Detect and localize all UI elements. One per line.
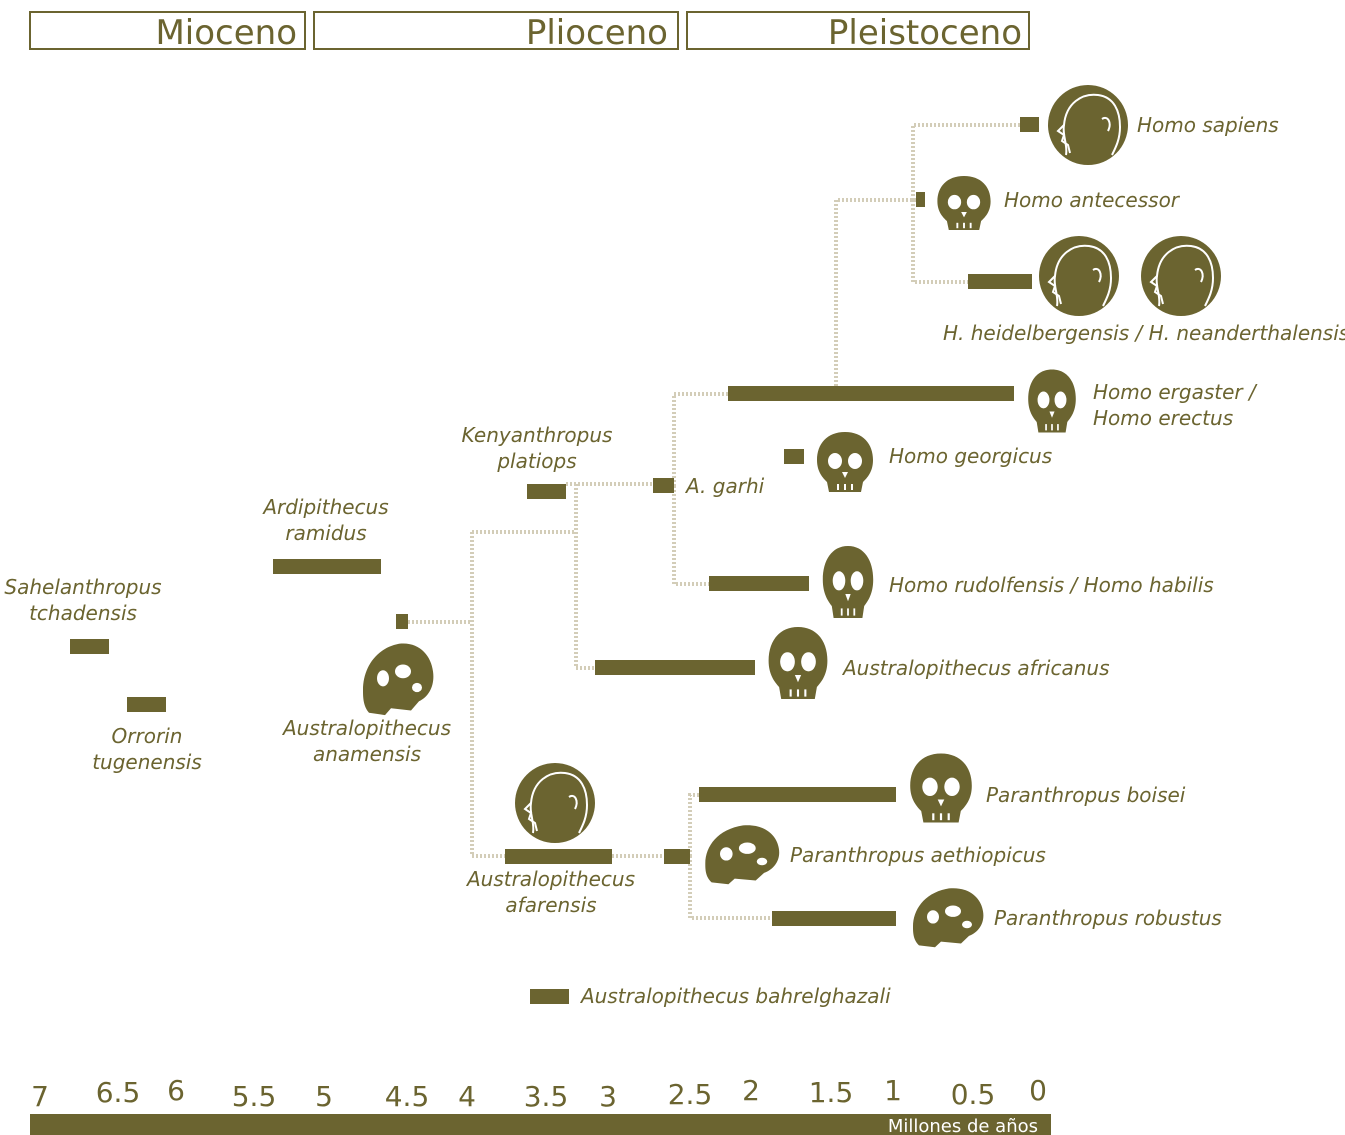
skull-front-icon xyxy=(1028,369,1076,433)
connector-robustus xyxy=(688,856,772,920)
tick-label: 3 xyxy=(599,1080,617,1113)
skull-side-icon xyxy=(913,888,984,948)
head-profile-icon xyxy=(514,762,596,844)
species-icons xyxy=(363,84,1222,948)
head-profile-icon xyxy=(1140,235,1222,317)
tick-label: 7 xyxy=(31,1080,49,1113)
phylogeny-connectors xyxy=(408,123,1020,920)
range-bar-aethiopicus xyxy=(664,849,690,864)
tick-label: 2.5 xyxy=(668,1078,713,1111)
label-kenyanthropus-genus: Kenyanthropus xyxy=(462,423,613,447)
epoch-header: Mioceno Plioceno Pleistoceno xyxy=(29,11,1030,53)
range-bar-garhi xyxy=(653,478,674,493)
label-heidelbergensis: H. heidelbergensis / H. neanderthalensis xyxy=(943,321,1345,345)
range-bar-ergaster xyxy=(728,386,1014,401)
tick-label: 6.5 xyxy=(96,1076,141,1109)
label-boisei: Paranthropus boisei xyxy=(986,783,1186,807)
time-axis: Millones de años 7 6.5 6 5.5 5 4.5 4 3.5… xyxy=(30,1074,1051,1135)
skull-front-icon xyxy=(910,753,972,823)
skull-side-icon xyxy=(705,825,780,885)
connector-sapiens xyxy=(911,123,1020,200)
range-bar-sapiens xyxy=(1020,117,1039,132)
head-profile-icon xyxy=(1047,84,1129,166)
range-bar-ardipithecus xyxy=(273,559,381,574)
label-sahelanthropus-species: tchadensis xyxy=(29,601,137,625)
label-africanus: Australopithecus africanus xyxy=(841,656,1110,680)
label-erectus: Homo erectus xyxy=(1093,406,1233,430)
tick-label: 5 xyxy=(315,1080,333,1113)
skull-front-icon xyxy=(817,432,873,492)
label-orrorin-genus: Orrorin xyxy=(112,724,183,748)
connector-anamensis-branch xyxy=(470,532,505,858)
head-profile-icon xyxy=(1038,235,1120,317)
label-robustus: Paranthropus robustus xyxy=(994,906,1222,930)
label-georgicus: Homo georgicus xyxy=(889,444,1052,468)
range-bar-sahelanthropus xyxy=(70,639,109,654)
tick-label: 1 xyxy=(884,1074,902,1107)
label-rudolfensis: Homo rudolfensis / Homo habilis xyxy=(889,573,1214,597)
range-bar-robustus xyxy=(772,911,896,926)
label-afarensis-species: afarensis xyxy=(505,893,596,917)
range-bar-rudolfensis xyxy=(709,576,809,591)
epoch-label-plioceno: Plioceno xyxy=(526,13,668,53)
tick-label: 4 xyxy=(458,1080,476,1113)
connector-ergaster xyxy=(672,392,728,486)
time-axis-bar xyxy=(30,1114,1051,1135)
tick-label: 6 xyxy=(167,1074,185,1107)
label-afarensis-genus: Australopithecus xyxy=(465,867,635,891)
connector-boisei xyxy=(688,793,699,856)
label-ergaster: Homo ergaster / xyxy=(1093,380,1258,404)
range-bar-boisei xyxy=(699,787,896,802)
range-bar-georgicus xyxy=(784,449,804,464)
epoch-box-mioceno xyxy=(29,11,306,50)
label-orrorin-species: tugenensis xyxy=(92,750,202,774)
connector-heidelbergensis xyxy=(911,200,968,284)
epoch-label-mioceno: Mioceno xyxy=(155,13,297,53)
range-bar-afarensis xyxy=(505,849,612,864)
range-bar-antecessor xyxy=(916,192,925,207)
skull-front-icon xyxy=(768,627,828,699)
time-axis-unit: Millones de años xyxy=(888,1116,1038,1135)
range-bar-heidelbergensis xyxy=(968,274,1032,289)
tick-label: 4.5 xyxy=(385,1080,430,1113)
label-kenyanthropus-species: platiops xyxy=(496,449,576,473)
epoch-box-pleistoceno xyxy=(686,11,1030,50)
connector-africanus xyxy=(574,484,595,670)
label-bahrelghazali: Australopithecus bahrelghazali xyxy=(579,984,891,1008)
range-bar-bahrelghazali xyxy=(530,989,569,1004)
range-bar-africanus xyxy=(595,660,755,675)
label-aethiopicus: Paranthropus aethiopicus xyxy=(790,843,1046,867)
range-bar-kenyanthropus xyxy=(527,484,566,499)
connector-antecessor xyxy=(834,198,916,386)
skull-front-icon xyxy=(937,176,991,230)
tick-label: 2 xyxy=(742,1074,760,1107)
range-bar-orrorin xyxy=(127,697,166,712)
label-garhi: A. garhi xyxy=(684,474,765,498)
tick-label: 5.5 xyxy=(232,1080,277,1113)
tick-label: 0.5 xyxy=(951,1078,996,1111)
label-antecessor: Homo antecessor xyxy=(1004,188,1181,212)
connector-rudolfensis xyxy=(672,486,709,586)
label-anamensis-species: anamensis xyxy=(313,742,421,766)
tick-label: 1.5 xyxy=(809,1076,854,1109)
range-bar-anamensis xyxy=(396,614,408,629)
label-anamensis-genus: Australopithecus xyxy=(281,716,451,740)
epoch-box-plioceno xyxy=(313,11,679,50)
epoch-label-pleistoceno: Pleistoceno xyxy=(828,13,1022,53)
time-range-bars xyxy=(70,117,1039,1004)
label-sapiens: Homo sapiens xyxy=(1137,113,1279,137)
tick-label: 0 xyxy=(1029,1074,1047,1107)
skull-front-icon xyxy=(822,546,874,618)
skull-side-icon xyxy=(363,643,434,716)
tick-label: 3.5 xyxy=(524,1080,569,1113)
label-ardipithecus-genus: Ardipithecus xyxy=(261,495,388,519)
label-ardipithecus-species: ramidus xyxy=(285,521,366,545)
species-labels: Sahelanthropus tchadensis Orrorin tugene… xyxy=(4,113,1345,1008)
label-sahelanthropus-genus: Sahelanthropus xyxy=(4,575,161,599)
